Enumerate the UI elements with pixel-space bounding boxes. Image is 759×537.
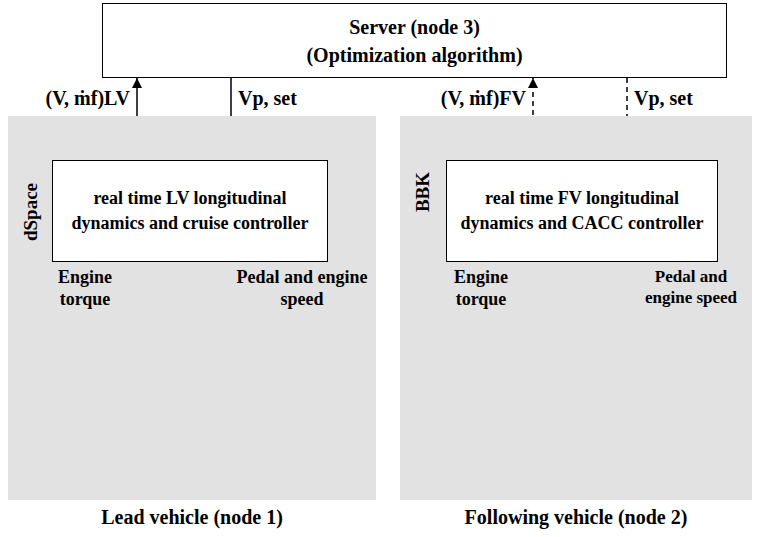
- signal-label: Engine torque: [434, 266, 528, 310]
- edge-label: (V, ṁf)FV: [441, 86, 526, 110]
- system-label: dSpace: [19, 183, 42, 241]
- system-label: BBK: [411, 172, 434, 212]
- vehicle-panel: real time FV longitudinal dynamics and C…: [400, 116, 752, 500]
- signal-label: Pedal and engine speed: [632, 266, 750, 308]
- edge-label: Vp, set: [238, 86, 297, 110]
- panel-heading: Following vehicle (node 2): [400, 505, 752, 529]
- signal-label: Engine torque: [38, 266, 132, 310]
- box-text: real time LV longitudinal dynamics and c…: [63, 186, 317, 236]
- panel-heading: Lead vehicle (node 1): [8, 505, 376, 529]
- box-text: (Optimization algorithm): [306, 41, 522, 69]
- controller-box: real time FV longitudinal dynamics and C…: [446, 160, 718, 262]
- edge-label: Vp, set: [634, 86, 693, 110]
- signal-label: Pedal and engine speed: [236, 266, 368, 310]
- server-box: Server (node 3)(Optimization algorithm): [102, 3, 727, 78]
- box-text: real time FV longitudinal dynamics and C…: [457, 186, 707, 236]
- box-text: Server (node 3): [349, 13, 480, 41]
- edge-label: (V, ṁf)LV: [46, 86, 130, 110]
- controller-box: real time LV longitudinal dynamics and c…: [52, 160, 328, 262]
